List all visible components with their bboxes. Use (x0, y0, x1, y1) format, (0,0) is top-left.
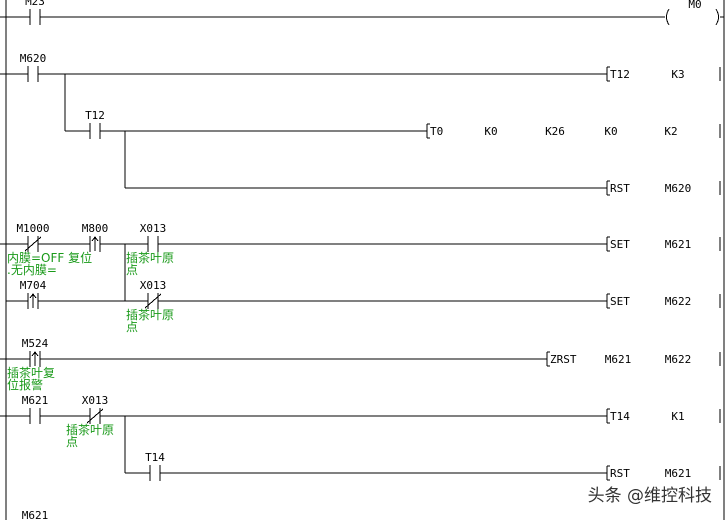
contact-label: T12 (85, 109, 105, 122)
coil-operand: M0 (688, 0, 701, 11)
contact-pulse-arrow (31, 351, 39, 357)
instruction-arg: M621 (605, 353, 632, 366)
instruction-op: T0 (430, 125, 443, 138)
contact-nc-slash (144, 293, 162, 309)
contact-t12: T12 (85, 109, 105, 139)
watermark-text: 头条 @维控科技 (588, 486, 712, 506)
instruction-op: RST (610, 182, 630, 195)
contact-comment: 插茶叶原 (126, 250, 174, 265)
contact-comment: 内膜=OFF 复位 (7, 250, 92, 265)
contact-label: M23 (25, 0, 45, 8)
contact-comment: 插茶叶原 (126, 307, 174, 322)
contact-label: X013 (82, 394, 109, 407)
instruction-op: SET (610, 238, 630, 251)
contact-comment: 点 (126, 263, 138, 277)
instruction-op: RST (610, 467, 630, 480)
instruction-arg: M622 (665, 353, 692, 366)
contact-comment: .无内膜= (7, 263, 57, 277)
contact-label: M524 (22, 337, 49, 350)
contact-m800: M800 (82, 222, 109, 252)
contact-m704: M704 (20, 279, 47, 309)
contact-m1000: M1000 内膜=OFF 复位.无内膜= (7, 222, 92, 277)
coil-close (715, 8, 719, 26)
instruction-op: SET (610, 295, 630, 308)
instruction-arg: K26 (545, 125, 565, 138)
instruction-t12: T12 K3 (606, 66, 721, 82)
instruction-arg: K2 (664, 125, 677, 138)
contact-comment: 点 (126, 320, 138, 334)
instruction-arg: M621 (665, 238, 692, 251)
contact-nc-slash (86, 408, 104, 424)
instruction-arg: K3 (671, 68, 684, 81)
contact-m621: M621 (22, 394, 49, 424)
contact-label: M621 (22, 509, 49, 520)
contact-comment: 点 (66, 435, 78, 449)
contact-t14: T14 (145, 451, 165, 481)
contact-label: X013 (140, 279, 167, 292)
contact-label: M704 (20, 279, 47, 292)
instruction-set: SET M622 (606, 293, 721, 309)
contact-label: M800 (82, 222, 109, 235)
instruction-op: ZRST (550, 353, 577, 366)
contact-pulse-arrow (29, 293, 37, 299)
contact-nc-slash (24, 236, 42, 252)
instruction-t0: T0 K0 K26 K0 K2 (426, 123, 721, 139)
instruction-rst: RST M621 (606, 465, 721, 481)
instruction-t14: T14 K1 (606, 408, 721, 424)
instruction-rst: RST M620 (606, 180, 721, 196)
instruction-op: T12 (610, 68, 630, 81)
contact-pulse-arrow (91, 236, 99, 242)
contact-label: X013 (140, 222, 167, 235)
instruction-arg: K1 (671, 410, 684, 423)
contact-comment: 插茶叶原 (66, 422, 114, 437)
instruction-zrst: ZRST M621 M622 (546, 351, 721, 367)
coil-open (666, 8, 670, 26)
instruction-arg: M620 (665, 182, 692, 195)
contact-comment: 位报警 (7, 377, 43, 392)
contact-m620: M620 (20, 52, 47, 82)
instruction-arg: K0 (604, 125, 617, 138)
contact-label: M1000 (16, 222, 49, 235)
instruction-arg: K0 (484, 125, 497, 138)
contact-label: T14 (145, 451, 165, 464)
instruction-arg: M621 (665, 467, 692, 480)
instruction-set: SET M621 (606, 236, 721, 252)
contact-label: M620 (20, 52, 47, 65)
contact-m23: M23 (25, 0, 45, 25)
contact-label: M621 (22, 394, 49, 407)
instruction-arg: M622 (665, 295, 692, 308)
contact-comment: 插茶叶复 (7, 365, 55, 380)
output-coil: M0 (666, 0, 719, 26)
instruction-op: T14 (610, 410, 630, 423)
